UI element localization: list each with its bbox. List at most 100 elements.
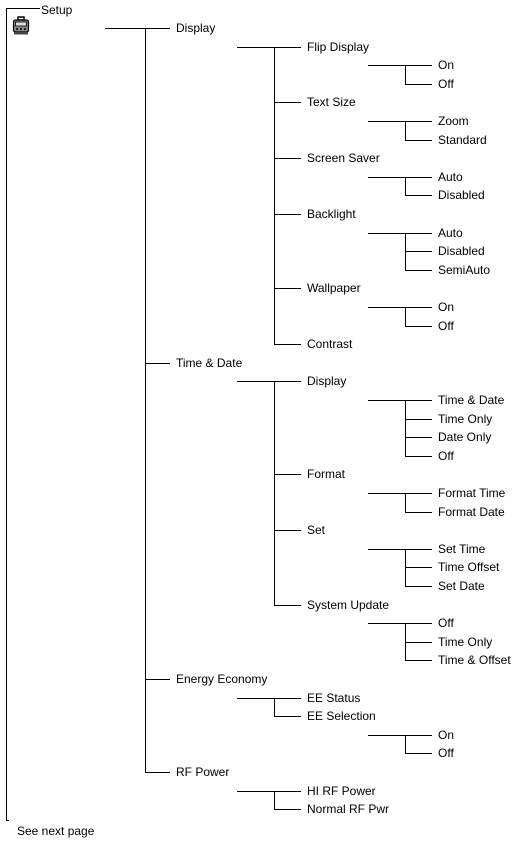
connector-line bbox=[274, 716, 301, 717]
connector-line bbox=[405, 140, 432, 141]
menu-item-backlight: Backlight bbox=[307, 207, 356, 221]
connector-line bbox=[405, 65, 432, 66]
connector-line bbox=[405, 233, 432, 234]
menu-item-text-size: Text Size bbox=[307, 95, 356, 109]
menu-item-on: On bbox=[438, 728, 455, 742]
menu-item-format-date: Format Date bbox=[438, 505, 505, 519]
connector-line bbox=[274, 102, 301, 103]
menu-item-disabled: Disabled bbox=[438, 244, 485, 258]
connector-line bbox=[274, 381, 301, 382]
connector-line bbox=[6, 820, 9, 821]
connector-line bbox=[274, 214, 301, 215]
connector-line bbox=[368, 233, 405, 234]
connector-line bbox=[237, 698, 274, 699]
menu-item-auto: Auto bbox=[438, 170, 463, 184]
connector-line bbox=[274, 381, 275, 606]
connector-line bbox=[274, 288, 301, 289]
connector-line bbox=[405, 195, 432, 196]
connector-line bbox=[405, 121, 432, 122]
menu-item-standard: Standard bbox=[438, 133, 487, 147]
menu-item-off: Off bbox=[438, 616, 454, 630]
menu-item-time-and-offset: Time & Offset bbox=[438, 653, 511, 667]
menu-item-set-date: Set Date bbox=[438, 579, 485, 593]
connector-line bbox=[368, 400, 405, 401]
menu-item-on: On bbox=[438, 300, 455, 314]
menu-item-format-time: Format Time bbox=[438, 486, 506, 500]
menu-item-on: On bbox=[438, 58, 455, 72]
connector-line bbox=[274, 47, 275, 345]
connector-line bbox=[405, 735, 432, 736]
connector-line bbox=[368, 623, 405, 624]
connector-line bbox=[405, 177, 406, 196]
menu-item-display: Display bbox=[176, 21, 216, 35]
connector-line bbox=[105, 28, 145, 29]
menu-item-time-and-date: Time & Date bbox=[438, 393, 505, 407]
connector-line bbox=[274, 344, 301, 345]
connector-line bbox=[274, 158, 301, 159]
connector-line bbox=[274, 474, 301, 475]
connector-line bbox=[405, 660, 432, 661]
connector-line bbox=[405, 735, 406, 754]
connector-line bbox=[274, 698, 301, 699]
connector-line bbox=[237, 47, 274, 48]
menu-item-display: Display bbox=[307, 374, 347, 388]
connector-line bbox=[368, 549, 405, 550]
root-spine-line bbox=[6, 8, 7, 820]
connector-line bbox=[6, 8, 40, 9]
menu-item-format: Format bbox=[307, 467, 346, 481]
connector-line bbox=[405, 753, 432, 754]
menu-item-semiauto: SemiAuto bbox=[438, 263, 491, 277]
menu-item-flip-display: Flip Display bbox=[307, 40, 370, 54]
menu-item-time-offset: Time Offset bbox=[438, 560, 500, 574]
menu-item-set: Set bbox=[307, 523, 326, 537]
connector-line bbox=[405, 326, 432, 327]
connector-line bbox=[405, 307, 406, 327]
menu-item-off: Off bbox=[438, 77, 454, 91]
connector-line bbox=[405, 400, 406, 457]
menu-item-time-only: Time Only bbox=[438, 635, 493, 649]
menu-item-normal-rf-pwr: Normal RF Pwr bbox=[307, 802, 390, 816]
menu-item-rf-power: RF Power bbox=[176, 765, 230, 779]
menu-item-screen-saver: Screen Saver bbox=[307, 151, 380, 165]
menu-item-ee-selection: EE Selection bbox=[307, 709, 376, 723]
connector-line bbox=[237, 381, 274, 382]
connector-line bbox=[368, 493, 405, 494]
footer-note: See next page bbox=[17, 824, 95, 838]
connector-line bbox=[405, 121, 406, 141]
connector-line bbox=[368, 735, 405, 736]
root-label: Setup bbox=[41, 3, 73, 17]
connector-line bbox=[145, 772, 170, 773]
connector-line bbox=[405, 493, 406, 513]
connector-line bbox=[405, 84, 432, 85]
menu-item-off: Off bbox=[438, 746, 454, 760]
settings-menu-icon bbox=[12, 14, 30, 35]
connector-line bbox=[405, 623, 432, 624]
connector-line bbox=[405, 400, 432, 401]
connector-line bbox=[274, 530, 301, 531]
connector-line bbox=[405, 567, 432, 568]
menu-item-energy-economy: Energy Economy bbox=[176, 672, 268, 686]
connector-line bbox=[405, 177, 432, 178]
menu-item-zoom: Zoom bbox=[438, 114, 469, 128]
connector-line bbox=[405, 642, 432, 643]
menu-item-hi-rf-power: HI RF Power bbox=[307, 784, 376, 798]
connector-line bbox=[405, 251, 432, 252]
connector-line bbox=[145, 363, 170, 364]
connector-line bbox=[274, 791, 275, 810]
menu-item-ee-status: EE Status bbox=[307, 691, 361, 705]
menu-item-set-time: Set Time bbox=[438, 542, 486, 556]
connector-line bbox=[405, 270, 432, 271]
connector-line bbox=[145, 28, 170, 29]
connector-line bbox=[405, 456, 432, 457]
connector-line bbox=[145, 28, 146, 773]
connector-line bbox=[274, 809, 301, 810]
connector-line bbox=[145, 679, 170, 680]
menu-item-time-only: Time Only bbox=[438, 412, 493, 426]
connector-line bbox=[368, 121, 405, 122]
connector-line bbox=[405, 437, 432, 438]
menu-item-wallpaper: Wallpaper bbox=[307, 281, 361, 295]
menu-item-system-update: System Update bbox=[307, 598, 390, 612]
menu-item-disabled: Disabled bbox=[438, 188, 485, 202]
connector-line bbox=[368, 65, 405, 66]
menu-item-contrast: Contrast bbox=[307, 337, 353, 351]
